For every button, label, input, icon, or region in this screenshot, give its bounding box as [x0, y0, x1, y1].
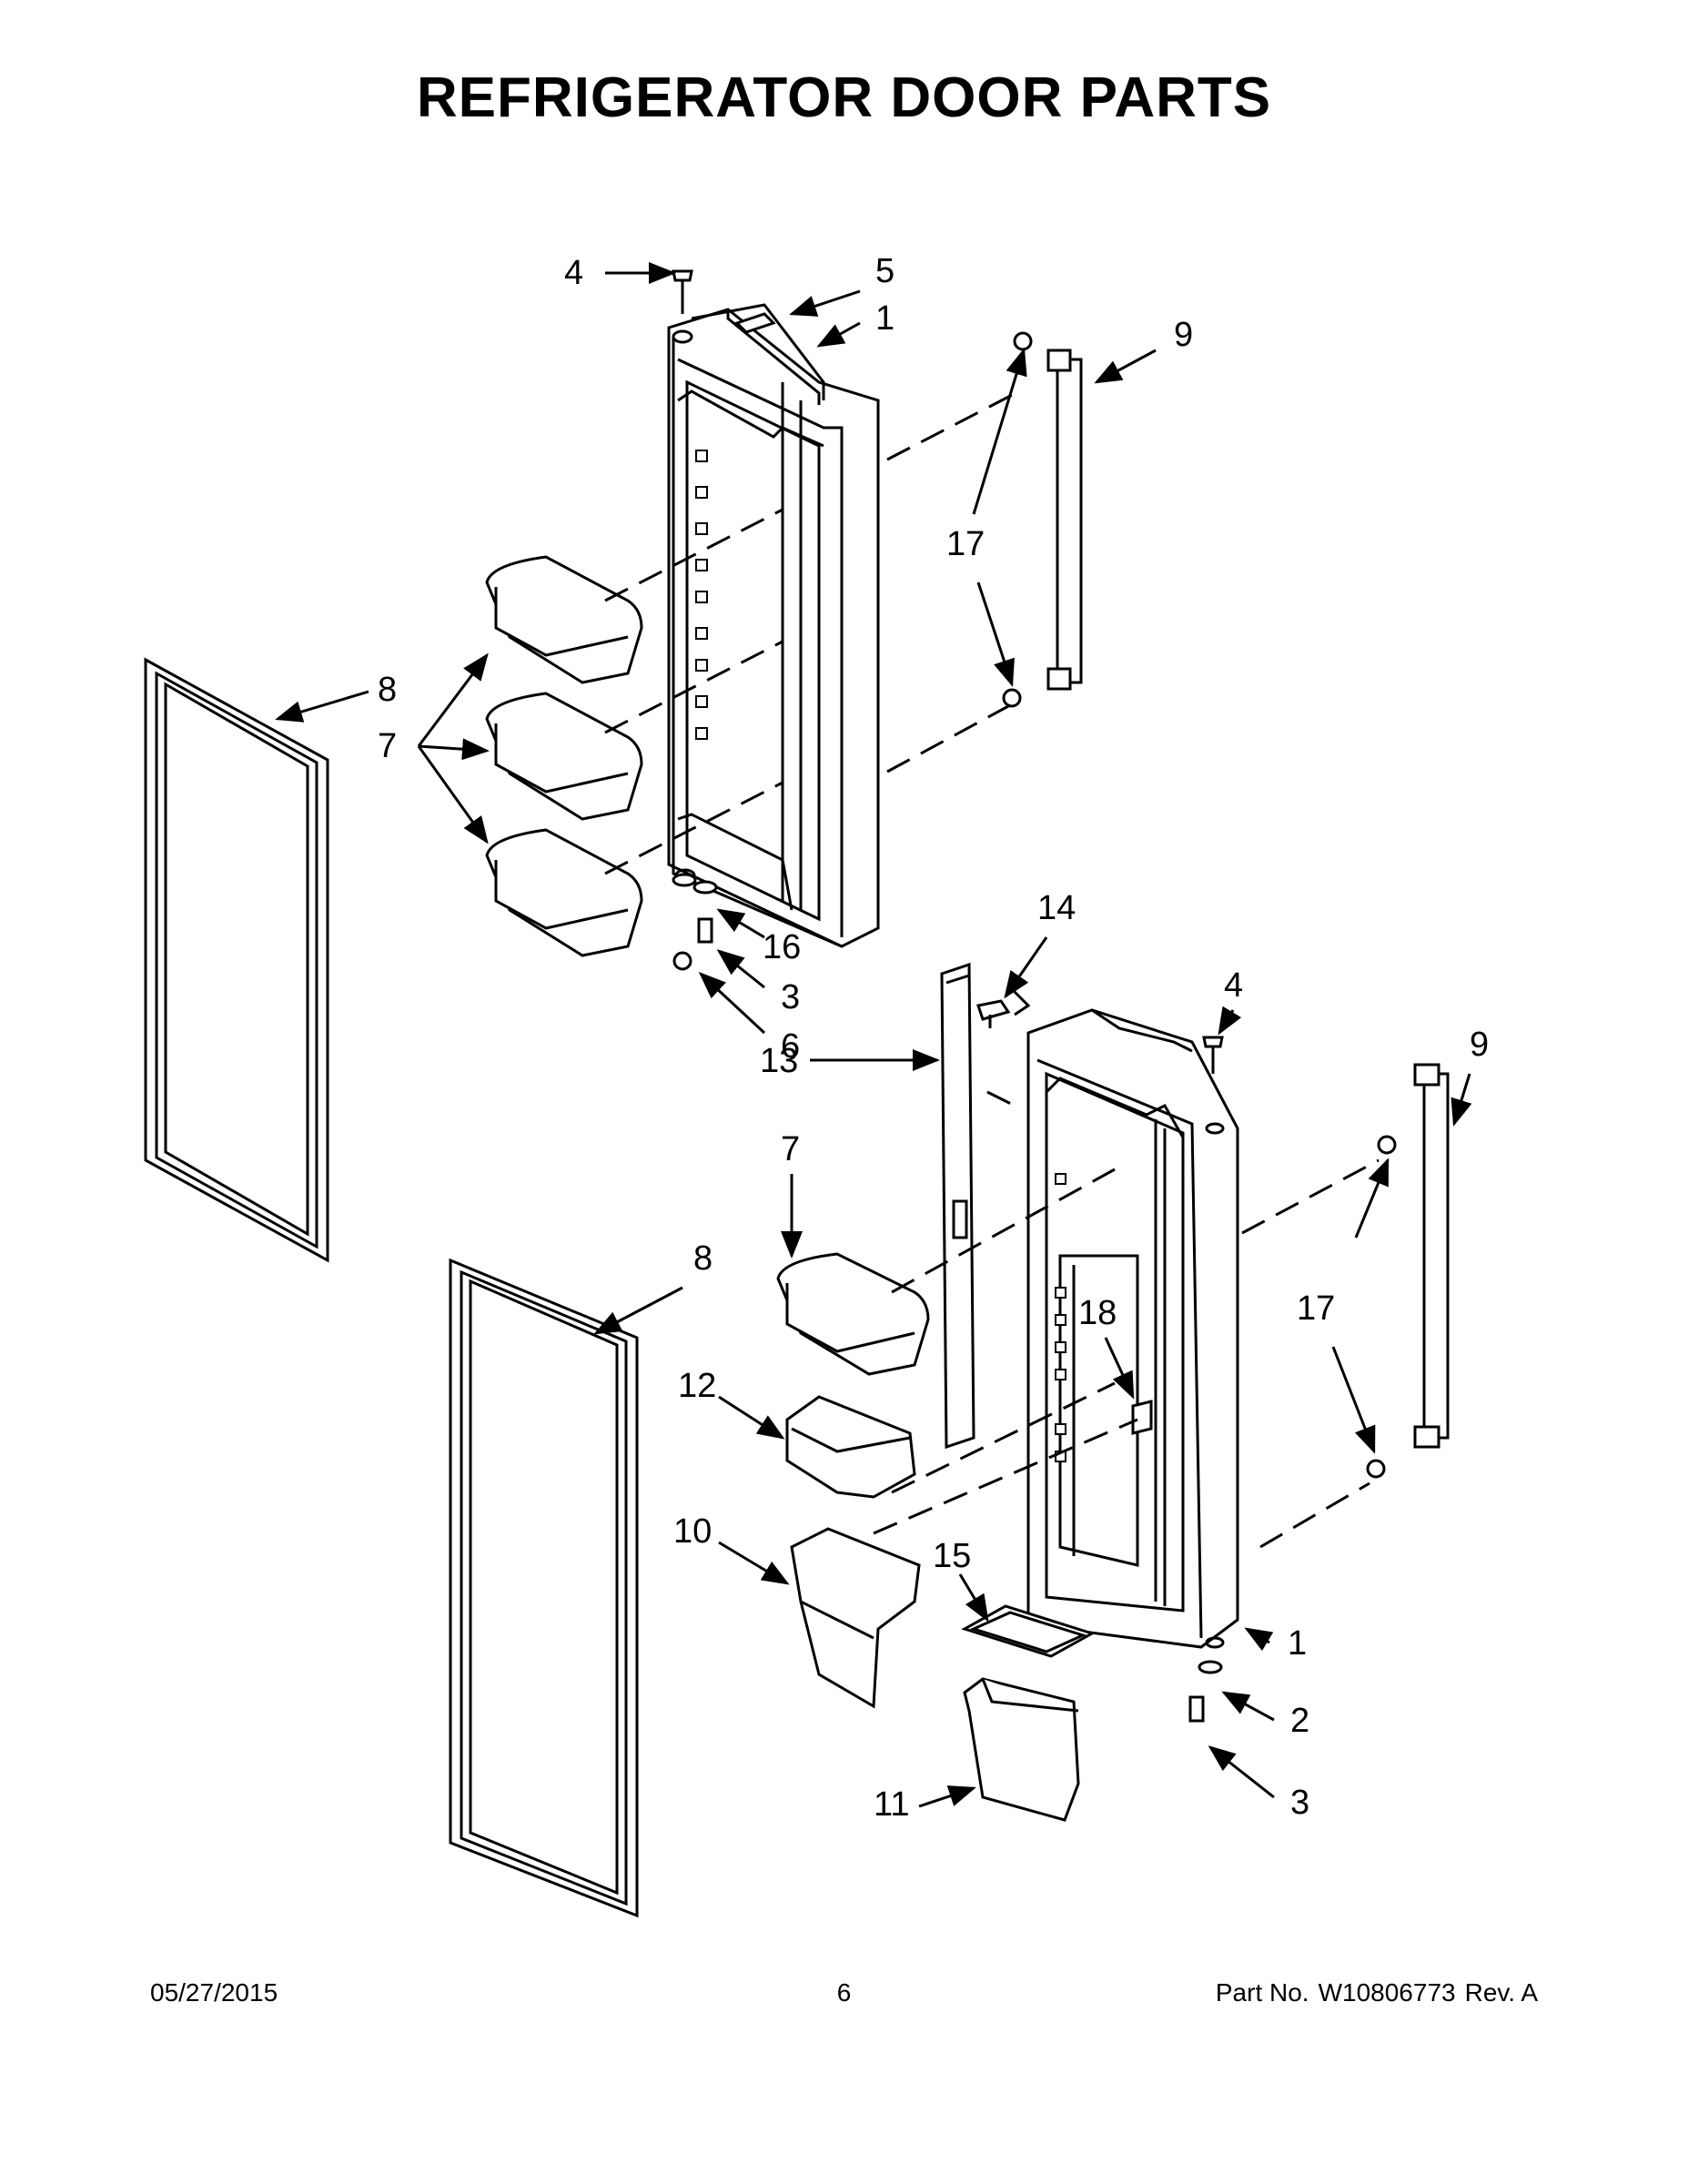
callout-1-bottom: 1	[1288, 1624, 1307, 1663]
callout-7-bottom: 7	[781, 1130, 800, 1168]
upper-door-gasket	[144, 657, 329, 1263]
lower-small-parts	[1188, 1036, 1397, 1723]
callout-labels: 4 5 1 9 17 8 7 16 3 6 14 4 9 13 7 8 18 1…	[378, 252, 1489, 1824]
upper-door	[667, 303, 880, 948]
callout-9-bottom: 9	[1470, 1026, 1489, 1064]
callout-12: 12	[678, 1367, 716, 1405]
upper-door-handle	[1046, 349, 1083, 691]
callout-5: 5	[875, 252, 895, 290]
footer-part-label: Part No.	[1215, 1978, 1309, 2007]
footer-part-number: Part No. W10806773 Rev. A	[1207, 1978, 1538, 2007]
callout-4-bottom: 4	[1224, 966, 1243, 1005]
lower-door-handle	[1413, 1063, 1450, 1449]
callout-8-bottom: 8	[693, 1239, 713, 1278]
callout-17-bottom: 17	[1297, 1289, 1335, 1328]
callout-15: 15	[933, 1537, 971, 1575]
callout-3-bottom: 3	[1290, 1784, 1309, 1822]
lower-door	[1026, 1008, 1239, 1649]
callout-9-top: 9	[1174, 316, 1193, 354]
lower-door-gasket	[449, 1258, 639, 1918]
callout-1-top: 1	[875, 299, 895, 338]
center-channel	[940, 962, 1031, 1450]
callout-13: 13	[760, 1042, 798, 1080]
footer-part-number-value: W10806773	[1318, 1978, 1456, 2007]
footer-page-number: 6	[836, 1978, 852, 2007]
callout-16: 16	[763, 928, 801, 966]
callout-4-top: 4	[564, 254, 583, 292]
callout-2: 2	[1290, 1702, 1309, 1740]
callout-10: 10	[673, 1512, 712, 1551]
callout-17-top: 17	[946, 525, 985, 563]
upper-door-bins	[485, 555, 643, 957]
assembly-dashed-lines	[604, 389, 1380, 1549]
upper-small-parts	[672, 269, 1033, 971]
footer-date: 05/27/2015	[150, 1978, 278, 2007]
callout-8-top: 8	[378, 671, 397, 709]
callout-3-top: 3	[781, 978, 800, 1016]
footer-revision: Rev. A	[1464, 1978, 1538, 2007]
callout-18: 18	[1078, 1294, 1117, 1332]
callout-14: 14	[1037, 889, 1076, 927]
leader-arrows	[275, 262, 1472, 1808]
callout-7-top: 7	[378, 727, 397, 765]
callout-6: 6	[781, 1027, 800, 1066]
page-title: REFRIGERATOR DOOR PARTS	[416, 66, 1272, 129]
ice-chute-parts	[785, 1395, 1096, 1822]
callout-11: 11	[874, 1785, 909, 1824]
lower-door-bin	[776, 1252, 930, 1376]
